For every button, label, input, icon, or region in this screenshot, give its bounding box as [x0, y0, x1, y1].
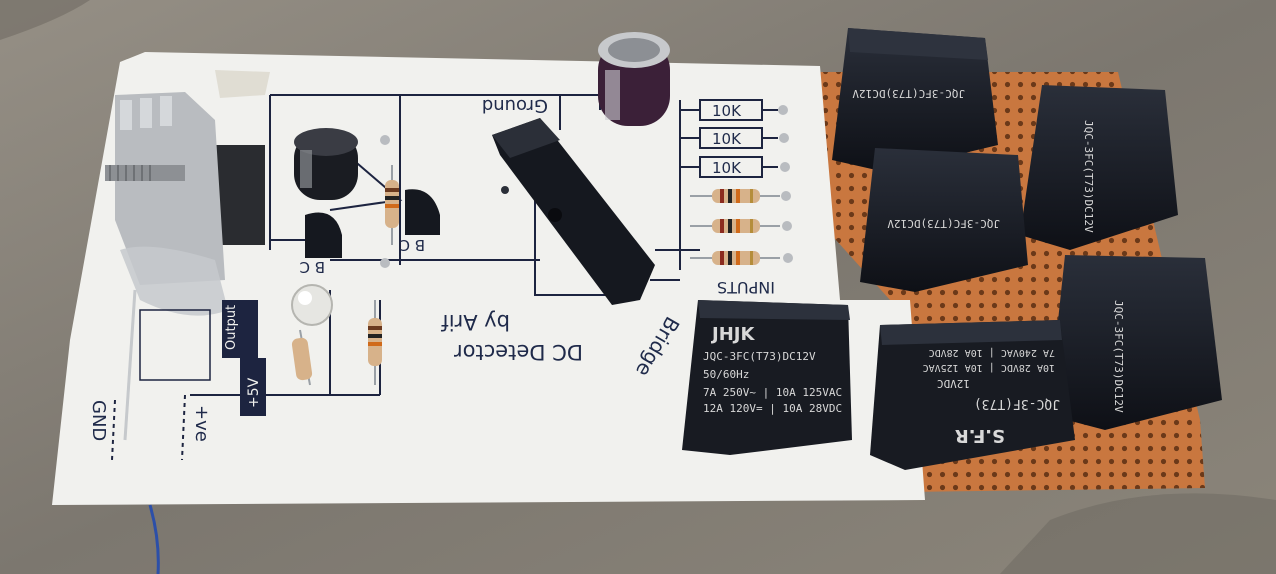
output-label: Output: [224, 305, 239, 350]
title-label: DC Detector: [454, 340, 583, 364]
heatsink-regulator: [105, 92, 265, 441]
plus-5v-label: +5V: [246, 377, 262, 408]
relay-sfr-rating2: 10A 28VDC | 10A 125VAC: [923, 362, 1055, 373]
relay-middle-left: JQC-3FC(T73)DC12V: [860, 148, 1028, 292]
inputs-label: INPUTS: [717, 278, 775, 297]
relay-sfr-model: JQC-3F(T73): [974, 396, 1060, 411]
relay-front-line1: 7A 250V~ | 10A 125VAC: [703, 386, 842, 399]
resistor-10k-1: 10K: [680, 99, 778, 121]
capacitor-small: [294, 128, 358, 200]
relay-front-model: JQC-3FC(T73)DC12V: [703, 350, 816, 363]
relay-bottom-right: JQC-3FC(T73)DC12V: [1048, 255, 1222, 430]
relay-front-brand: JHJK: [710, 324, 755, 345]
relay-sfr: S.F.R JQC-3F(T73) 7A 240VAC | 10A 28VDC …: [870, 320, 1075, 470]
gnd-label: GND: [88, 400, 109, 441]
led: [291, 284, 333, 326]
transistor-left: [305, 212, 342, 258]
resistor-label: 10K: [712, 130, 742, 148]
relay-sfr-brand: S.F.R: [955, 425, 1005, 446]
plus-ve-label: +ve: [191, 405, 212, 442]
relay-front: JHJK JQC-3FC(T73)DC12V 50/60Hz 7A 250V~ …: [682, 300, 852, 455]
relay-front-freq: 50/60Hz: [703, 368, 749, 381]
relay-sfr-rating1: 7A 240VAC | 10A 28VDC: [929, 347, 1055, 358]
relay-top-left: JQC-3FC(T73)DC12V: [832, 28, 998, 172]
input-pins: [778, 105, 793, 263]
svg-text:JQC-3FC(T73)DC12V: JQC-3FC(T73)DC12V: [887, 217, 1000, 230]
svg-text:JQC-3FC(T73)DC12V: JQC-3FC(T73)DC12V: [1112, 300, 1125, 413]
ground-label: Ground: [482, 95, 548, 116]
bc-label-left: B C: [299, 258, 325, 276]
relay-top-right: JQC-3FC(T73)DC12V: [1020, 85, 1178, 250]
resistor-bodies: [291, 180, 760, 381]
author-label: by Arif: [441, 310, 510, 334]
power-terminals: [111, 300, 266, 461]
relay-sfr-rating3: 12VDC: [937, 377, 970, 390]
capacitor-large: [598, 32, 670, 126]
svg-text:JQC-3FC(T73)DC12V: JQC-3FC(T73)DC12V: [852, 87, 965, 100]
bc-label-right: B C: [399, 236, 425, 254]
transistor-right: [405, 189, 440, 235]
svg-text:JQC-3FC(T73)DC12V: JQC-3FC(T73)DC12V: [1082, 120, 1095, 233]
resistor-label: 10K: [712, 159, 742, 177]
bridge-rectifier: [492, 118, 655, 305]
resistor-label: 10K: [712, 102, 742, 120]
blue-wire: [148, 504, 160, 574]
resistor-10k-3: 10K: [680, 156, 778, 178]
resistor-10k-2: 10K: [680, 127, 778, 149]
circuit-traces: [190, 94, 700, 396]
relay-front-line2: 12A 120V= | 10A 28VDC: [703, 402, 842, 415]
